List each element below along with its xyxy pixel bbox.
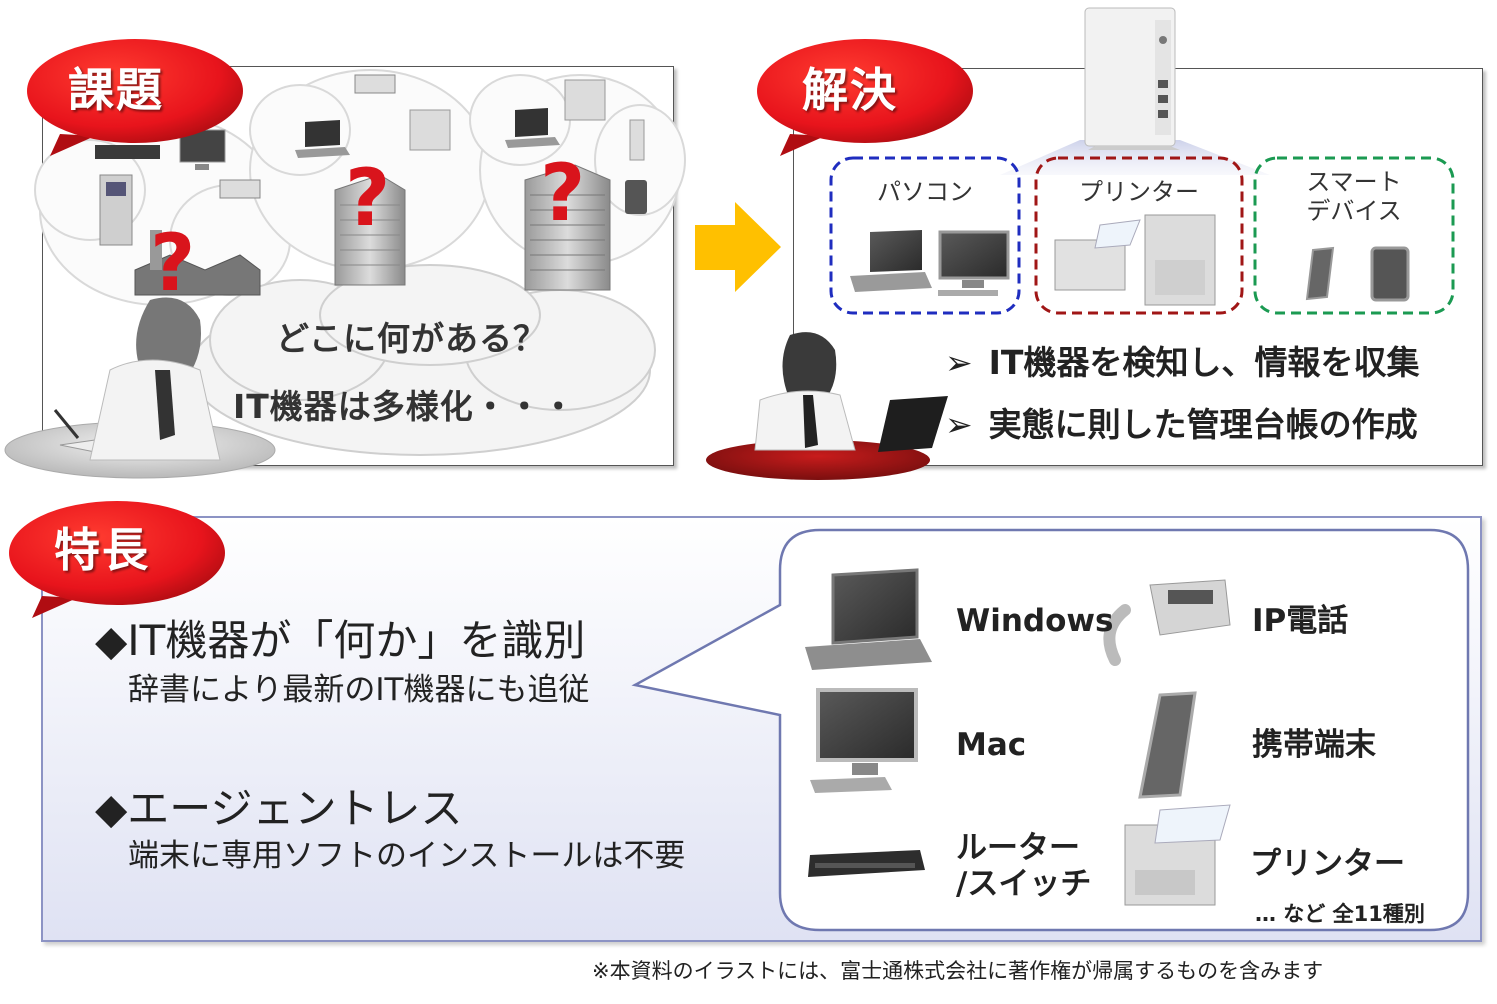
solution-illustration [706, 7, 1455, 480]
mobile-device-icon [1138, 691, 1197, 799]
copyright-note: ※本資料のイラストには、富士通株式会社に著作権が帰属するものを含みます [592, 959, 1324, 983]
printer-icon [1124, 804, 1231, 906]
issue-badge: 課題 [20, 36, 250, 160]
solution-badge-label: 解決 [802, 63, 898, 117]
laptop-icon [850, 230, 932, 292]
solution-badge: 解決 [750, 36, 980, 160]
speech-cloud [189, 264, 656, 456]
device-label-mobile: 携帯端末 [1252, 727, 1376, 763]
phone-icon [219, 179, 261, 199]
device-label-windows: Windows [956, 603, 1114, 639]
features-badge: 特長 [2, 498, 232, 622]
tablet-icon [625, 180, 647, 214]
question-mark: ? [540, 149, 585, 239]
solution-bullet-1-text: IT機器を検知し、情報を収集 [988, 343, 1420, 382]
arrow-right-icon [695, 202, 781, 292]
bullet-arrow-icon: ➢ [945, 405, 973, 444]
feature-1-heading: ◆IT機器が「何か」を識別 [95, 616, 586, 665]
issue-question-line2: IT機器は多様化・・・ [233, 387, 576, 426]
factory-icon [134, 230, 261, 296]
desktop-monitor-icon [938, 230, 1010, 296]
category-printer-box [1034, 156, 1244, 315]
question-mark: ? [345, 154, 390, 244]
phone-icon [354, 74, 396, 94]
printer-icon [564, 79, 606, 121]
ip-phone-icon [1103, 579, 1231, 666]
solution-bullet-2: ➢ 実態に則した管理台帳の作成 [945, 398, 1418, 446]
thinking-person-illustration [706, 332, 948, 480]
issue-illustration: ? ? ? [4, 69, 686, 479]
feature-1-description: 辞書により最新のIT機器にも追従 [128, 672, 590, 708]
device-label-mac: Mac [956, 727, 1027, 763]
issue-question-line1: どこに何がある？ [276, 319, 548, 358]
device-count-note: … など 全11種別 [1255, 902, 1425, 926]
printer-icon [1054, 219, 1141, 291]
feature-2-heading: ◆エージェントレス [95, 784, 463, 833]
category-pc-label: パソコン [877, 178, 973, 206]
device-label-printer: プリンター [1250, 846, 1405, 882]
features-badge-label: 特長 [54, 523, 150, 577]
server-appliance-icon [1084, 7, 1180, 150]
printer-icon [1144, 214, 1216, 306]
feature-2-description: 端末に専用ソフトのインストールは不要 [128, 838, 686, 874]
tablet-icon [1370, 246, 1410, 302]
desktop-monitor-icon [810, 688, 918, 793]
wifi-router-icon [629, 119, 645, 161]
category-smart-device-label: スマート デバイス [1306, 168, 1402, 225]
solution-bullet-2-text: 実態に則した管理台帳の作成 [988, 405, 1418, 444]
device-label-router-switch: ルーター /スイッチ [956, 830, 1092, 902]
building-icon [334, 174, 406, 286]
solution-bullet-1: ➢ IT機器を検知し、情報を収集 [945, 336, 1419, 384]
device-label-ip-phone: IP電話 [1252, 603, 1349, 639]
device-callout [631, 528, 1470, 932]
issue-badge-label: 課題 [68, 63, 164, 117]
bullet-arrow-icon: ➢ [945, 343, 973, 382]
laptop-icon [505, 108, 560, 148]
atm-icon [99, 174, 133, 246]
tower-icon [524, 164, 611, 291]
router-switch-icon [808, 850, 925, 877]
category-pc-box [829, 156, 1021, 315]
laptop-icon [295, 120, 350, 158]
router-icon [95, 145, 160, 159]
tablet-icon [1305, 246, 1335, 301]
laptop-icon [805, 568, 932, 670]
worried-person-illustration [4, 297, 276, 479]
printer-icon [409, 109, 451, 151]
question-mark: ? [150, 219, 195, 309]
category-smart-device-box [1253, 156, 1455, 315]
category-printer-label: プリンター [1079, 178, 1199, 206]
